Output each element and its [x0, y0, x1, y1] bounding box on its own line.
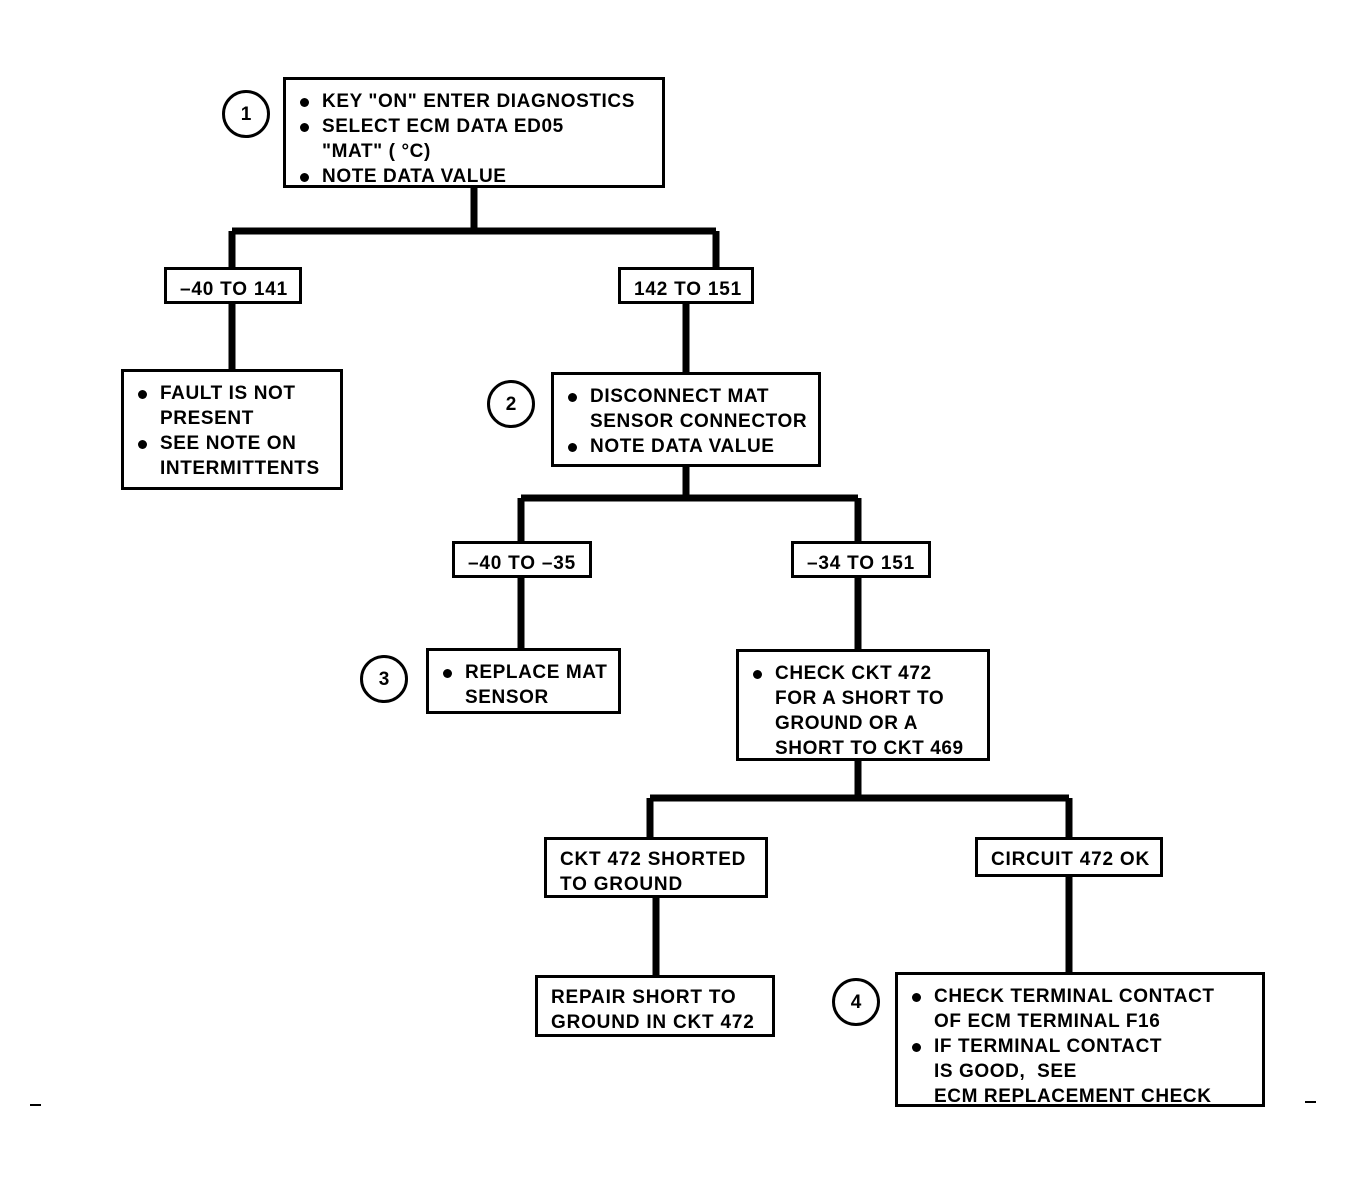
- step-number-2: 2: [505, 393, 517, 415]
- node-range-minus40-to-141[interactable]: –40 TO 141: [164, 267, 302, 304]
- node-ckt-472-shorted-to-ground[interactable]: CKT 472 SHORTED TO GROUND: [544, 837, 768, 898]
- node-line: SHORT TO CKT 469: [775, 738, 964, 759]
- step-marker-3: 3: [360, 655, 408, 703]
- node-line: SENSOR: [465, 687, 549, 708]
- step-number-4: 4: [850, 991, 862, 1013]
- node-range-minus40-to-minus35[interactable]: –40 TO –35: [452, 541, 592, 578]
- node-line: SENSOR CONNECTOR: [590, 411, 808, 432]
- node-line: INTERMITTENTS: [160, 458, 320, 479]
- node-line: IF TERMINAL CONTACT: [910, 1034, 1252, 1059]
- node-disconnect-mat-sensor-connector[interactable]: DISCONNECT MAT SENSOR CONNECTOR NOTE DAT…: [551, 372, 821, 467]
- node-range-minus34-to-151[interactable]: –34 TO 151: [791, 541, 931, 578]
- node-line: GROUND IN CKT 472: [551, 1012, 755, 1033]
- step-number-3: 3: [378, 668, 390, 690]
- node-line: FAULT IS NOT: [136, 381, 330, 406]
- node-line: FOR A SHORT TO: [775, 688, 945, 709]
- node-line: NOTE DATA VALUE: [566, 434, 808, 459]
- node-line: REPAIR SHORT TO: [551, 987, 737, 1008]
- node-line: CKT 472 SHORTED: [560, 849, 747, 870]
- node-line: DISCONNECT MAT: [566, 384, 808, 409]
- node-line: ECM REPLACEMENT CHECK: [934, 1086, 1212, 1107]
- step-marker-4: 4: [832, 978, 880, 1026]
- node-line: PRESENT: [160, 408, 254, 429]
- node-line: –40 TO 141: [180, 279, 289, 300]
- node-line: CHECK CKT 472: [751, 661, 977, 686]
- node-check-ckt-472-for-short[interactable]: CHECK CKT 472 FOR A SHORT TO GROUND OR A…: [736, 649, 990, 761]
- node-line: NOTE DATA VALUE: [298, 164, 652, 189]
- step-number-1: 1: [240, 103, 252, 125]
- node-circuit-472-ok[interactable]: CIRCUIT 472 OK: [975, 837, 1163, 877]
- page-registration-tick-left: [30, 1104, 41, 1106]
- node-line: GROUND OR A: [775, 713, 919, 734]
- node-repair-short-to-ground-in-ckt-472[interactable]: REPAIR SHORT TO GROUND IN CKT 472: [535, 975, 775, 1037]
- node-replace-mat-sensor[interactable]: REPLACE MAT SENSOR: [426, 648, 621, 714]
- step-marker-2: 2: [487, 380, 535, 428]
- node-line: SEE NOTE ON: [136, 431, 330, 456]
- node-line: IS GOOD, SEE: [934, 1061, 1077, 1082]
- node-line: –34 TO 151: [807, 553, 916, 574]
- node-fault-is-not-present[interactable]: FAULT IS NOT PRESENT SEE NOTE ON INTERMI…: [121, 369, 343, 490]
- page-registration-tick-right: [1305, 1101, 1316, 1103]
- node-line: SELECT ECM DATA ED05: [298, 114, 652, 139]
- node-line: OF ECM TERMINAL F16: [934, 1011, 1161, 1032]
- node-range-142-to-151[interactable]: 142 TO 151: [618, 267, 754, 304]
- node-line: KEY "ON" ENTER DIAGNOSTICS: [298, 89, 652, 114]
- node-line: 142 TO 151: [634, 279, 743, 300]
- node-key-on-enter-diagnostics[interactable]: KEY "ON" ENTER DIAGNOSTICS SELECT ECM DA…: [283, 77, 665, 188]
- node-line: CHECK TERMINAL CONTACT: [910, 984, 1252, 1009]
- step-marker-1: 1: [222, 90, 270, 138]
- node-line: "MAT" ( °C): [322, 141, 431, 162]
- node-line: CIRCUIT 472 OK: [991, 849, 1151, 870]
- node-line: REPLACE MAT: [441, 660, 608, 685]
- node-line: TO GROUND: [560, 874, 683, 895]
- node-line: –40 TO –35: [468, 553, 577, 574]
- node-check-terminal-contact-ecm[interactable]: CHECK TERMINAL CONTACT OF ECM TERMINAL F…: [895, 972, 1265, 1107]
